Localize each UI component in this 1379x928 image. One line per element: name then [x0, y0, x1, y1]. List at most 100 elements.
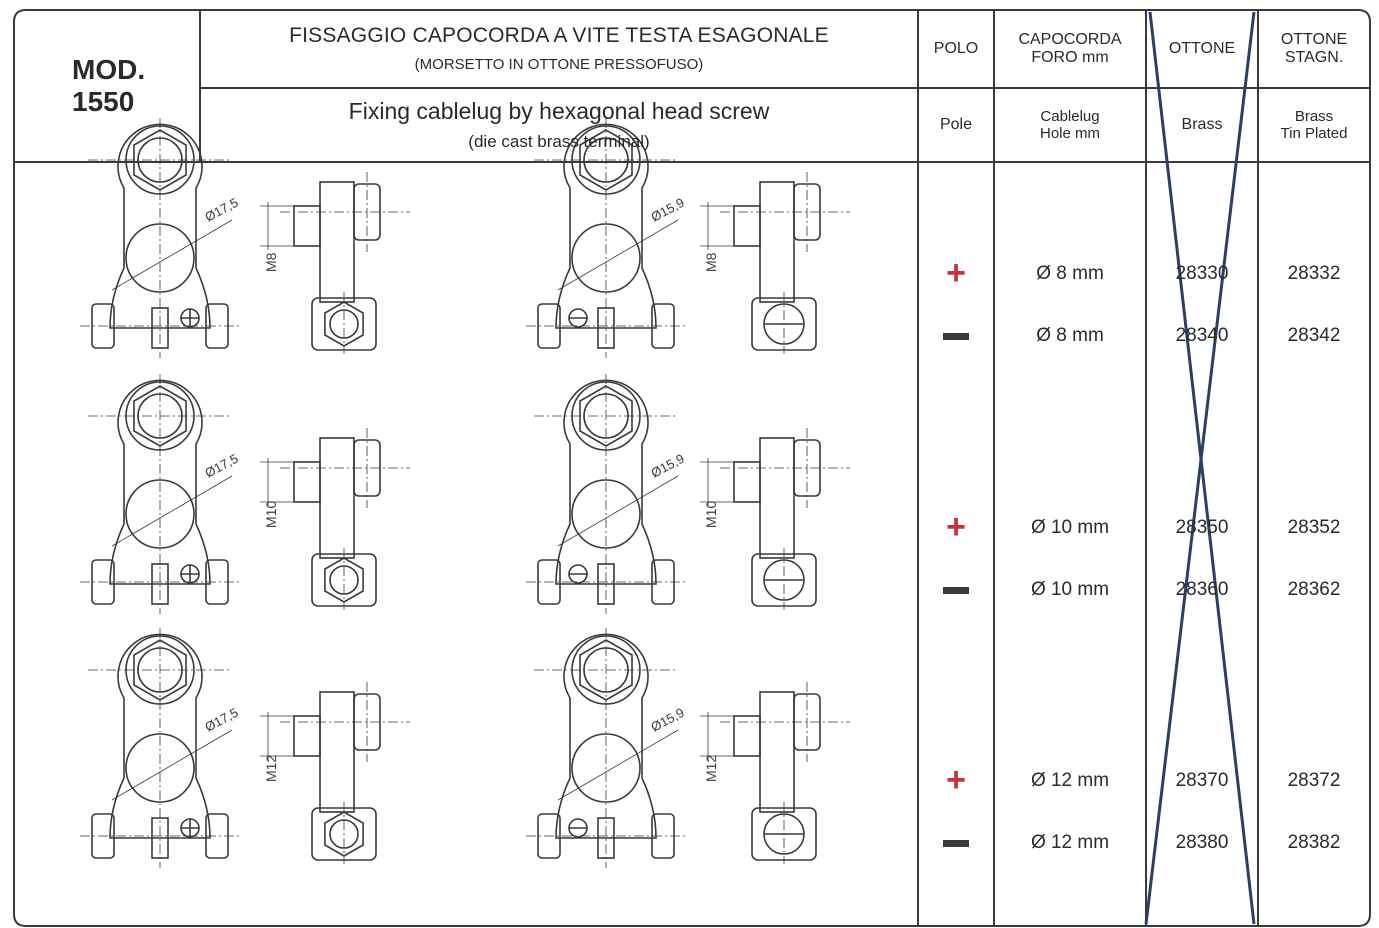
brass-code-text: 28350 — [1175, 517, 1229, 539]
header-lug-it: CAPOCORDA FORO mm — [994, 10, 1146, 88]
header-pole-it: POLO — [918, 10, 994, 88]
hole-size-text: Ø 12 mm — [1030, 832, 1110, 854]
header-pole-en: Pole — [918, 88, 994, 162]
hole-size-text: Ø 8 mm — [1036, 325, 1104, 347]
minus-sign-icon — [943, 586, 969, 594]
model-number: MOD. 1550 — [14, 10, 200, 162]
tin-plated-code-text: 28332 — [1287, 263, 1341, 285]
tin-plated-code-text: 28382 — [1287, 832, 1341, 854]
thread-label: M8 — [263, 252, 279, 272]
clamp-top-view — [526, 118, 686, 358]
tin-plated-code: 28332 — [1258, 254, 1370, 294]
header-pole-it-label: POLO — [933, 39, 979, 57]
pole-sign: + — [918, 761, 994, 801]
plus-sign-icon: + — [946, 254, 966, 293]
brass-code: 28330 — [1146, 254, 1258, 294]
brass-code-text: 28380 — [1175, 832, 1229, 854]
title-english: Fixing cablelug by hexagonal head screw … — [200, 88, 918, 162]
model-label: MOD. — [72, 53, 146, 85]
header-tin-en-line1: Brass — [1294, 107, 1334, 125]
hole-size: Ø 12 mm — [994, 761, 1146, 801]
clamp-side-view — [260, 682, 410, 864]
hole-size: Ø 12 mm — [994, 823, 1146, 863]
diameter-label: Ø15,9 — [648, 451, 686, 481]
header-brass-it: OTTONE — [1146, 10, 1258, 88]
header-brass-it-label: OTTONE — [1168, 39, 1236, 57]
pole-sign — [918, 316, 994, 356]
header-tin-en-line2: Tin Plated — [1280, 125, 1348, 142]
pole-sign: + — [918, 254, 994, 294]
title-english-main: Fixing cablelug by hexagonal head screw — [348, 98, 770, 124]
hole-size: Ø 10 mm — [994, 570, 1146, 610]
brass-code-text: 28330 — [1175, 263, 1229, 285]
diameter-label: Ø17,5 — [202, 705, 240, 735]
pole-sign: + — [918, 508, 994, 548]
clamp-top-view — [80, 628, 240, 868]
diameter-label: Ø15,9 — [648, 705, 686, 735]
model-code: 1550 — [72, 86, 135, 117]
header-pole-en-label: Pole — [939, 115, 973, 133]
tin-plated-code-text: 28352 — [1287, 517, 1341, 539]
tin-plated-code: 28382 — [1258, 823, 1370, 863]
tin-plated-code: 28342 — [1258, 316, 1370, 356]
thread-label: M8 — [703, 252, 719, 272]
hole-size-text: Ø 8 mm — [1036, 263, 1104, 285]
hole-size: Ø 10 mm — [994, 508, 1146, 548]
hole-size: Ø 8 mm — [994, 254, 1146, 294]
clamp-top-view — [80, 118, 240, 358]
brass-code: 28350 — [1146, 508, 1258, 548]
title-italian-sub: (MORSETTO IN OTTONE PRESSOFUSO) — [414, 56, 704, 74]
brass-code: 28360 — [1146, 570, 1258, 610]
header-lug-it-line2: FORO mm — [1031, 49, 1109, 66]
thread-label: M10 — [263, 501, 279, 528]
minus-sign-icon — [943, 839, 969, 847]
plus-sign-icon: + — [946, 761, 966, 800]
header-lug-it-line1: CAPOCORDA — [1018, 30, 1122, 48]
pole-sign — [918, 570, 994, 610]
clamp-side-view — [260, 428, 410, 610]
hole-size-text: Ø 12 mm — [1030, 770, 1110, 792]
thread-label: M12 — [703, 755, 719, 782]
brass-code: 28380 — [1146, 823, 1258, 863]
title-italian: FISSAGGIO CAPOCORDA A VITE TESTA ESAGONA… — [200, 10, 918, 88]
minus-sign-icon — [943, 332, 969, 340]
header-brass-en-label: Brass — [1181, 115, 1223, 133]
title-english-sub: (die cast brass terminal) — [468, 132, 650, 152]
header-lug-en-line2: Hole mm — [1039, 125, 1100, 142]
diameter-label: Ø15,9 — [648, 195, 686, 225]
title-italian-main: FISSAGGIO CAPOCORDA A VITE TESTA ESAGONA… — [289, 24, 829, 48]
brass-code: 28340 — [1146, 316, 1258, 356]
brass-code-text: 28360 — [1175, 579, 1229, 601]
hole-size-text: Ø 10 mm — [1030, 517, 1110, 539]
header-tin-it-line1: OTTONE — [1280, 30, 1348, 48]
clamp-side-view — [700, 428, 850, 610]
tin-plated-code-text: 28372 — [1287, 770, 1341, 792]
strike-through-cross — [1144, 11, 1256, 925]
plus-sign-icon: + — [946, 508, 966, 547]
header-lug-en: Cablelug Hole mm — [994, 88, 1146, 162]
header-lug-en-line1: Cablelug — [1040, 107, 1100, 125]
header-tin-en: Brass Tin Plated — [1258, 88, 1370, 162]
hole-size: Ø 8 mm — [994, 316, 1146, 356]
tin-plated-code: 28372 — [1258, 761, 1370, 801]
brass-code: 28370 — [1146, 761, 1258, 801]
thread-label: M12 — [263, 755, 279, 782]
clamp-side-view — [260, 172, 410, 354]
diameter-label: Ø17,5 — [202, 451, 240, 481]
clamp-top-view — [526, 628, 686, 868]
hole-size-text: Ø 10 mm — [1030, 579, 1110, 601]
brass-code-text: 28340 — [1175, 325, 1229, 347]
header-tin-it: OTTONE STAGN. — [1258, 10, 1370, 88]
brass-code-text: 28370 — [1175, 770, 1229, 792]
clamp-side-view — [700, 172, 850, 354]
tin-plated-code-text: 28362 — [1287, 579, 1341, 601]
header-brass-en: Brass — [1146, 88, 1258, 162]
thread-label: M10 — [703, 501, 719, 528]
pole-sign — [918, 823, 994, 863]
clamp-top-view — [526, 374, 686, 614]
diameter-label: Ø17,5 — [202, 195, 240, 225]
tin-plated-code: 28362 — [1258, 570, 1370, 610]
tin-plated-code-text: 28342 — [1287, 325, 1341, 347]
